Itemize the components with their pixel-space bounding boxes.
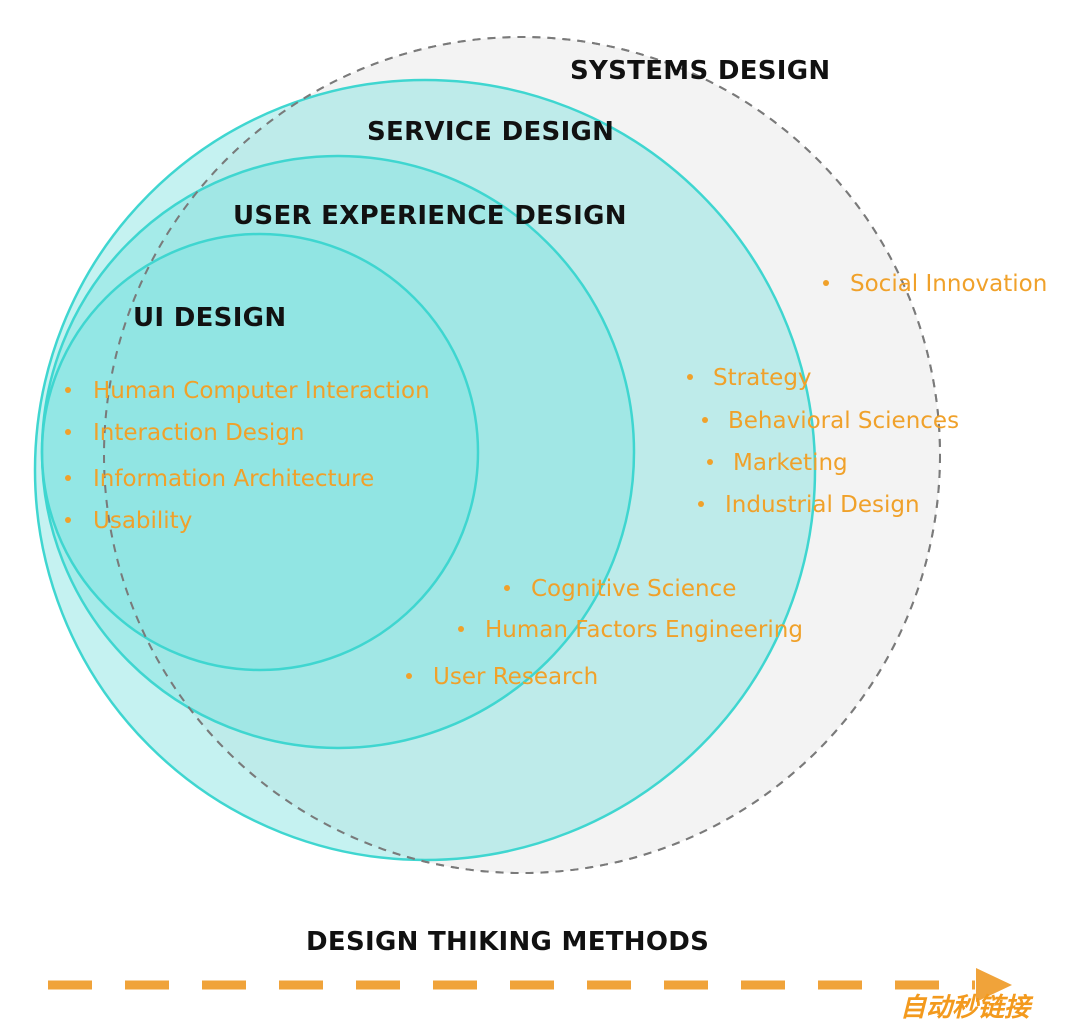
bullet-icon — [823, 280, 829, 286]
bullet-icon — [65, 387, 71, 393]
ux-item: User Research — [433, 664, 598, 690]
service-design-heading: SERVICE DESIGN — [367, 117, 614, 147]
systems-item: Social Innovation — [850, 271, 1047, 297]
arrow-head-icon — [976, 968, 1012, 1002]
systems-items: Social Innovation — [823, 271, 1047, 297]
ui-item: Interaction Design — [93, 420, 305, 446]
service-item: Marketing — [733, 450, 848, 476]
ui-design-heading: UI DESIGN — [133, 303, 286, 333]
design-thinking-methods-label: DESIGN THIKING METHODS — [306, 927, 709, 957]
bullet-icon — [504, 585, 510, 591]
service-item: Strategy — [713, 365, 812, 391]
dashed-arrow — [48, 968, 1012, 1002]
ui-items: Human Computer Interaction Interaction D… — [65, 378, 430, 534]
service-design-circle — [33, 78, 817, 862]
bullet-icon — [687, 374, 693, 380]
ui-item: Usability — [93, 508, 192, 534]
ux-items: Cognitive Science Human Factors Engineer… — [406, 576, 803, 690]
ux-item: Human Factors Engineering — [485, 617, 803, 643]
bullet-icon — [406, 673, 412, 679]
bullet-icon — [65, 429, 71, 435]
service-item: Behavioral Sciences — [728, 408, 959, 434]
bullet-icon — [65, 475, 71, 481]
service-items: Strategy Behavioral Sciences Marketing I… — [687, 365, 959, 518]
bullet-icon — [458, 626, 464, 632]
bullet-icon — [707, 459, 713, 465]
ux-design-heading: USER EXPERIENCE DESIGN — [233, 201, 627, 231]
ui-item: Information Architecture — [93, 466, 374, 492]
bullet-icon — [702, 417, 708, 423]
ui-item: Human Computer Interaction — [93, 378, 430, 404]
bullet-icon — [65, 517, 71, 523]
watermark-logo: 自动秒链接 — [900, 993, 1034, 1023]
ux-item: Cognitive Science — [531, 576, 736, 602]
ui-design-circle — [40, 232, 480, 672]
systems-design-heading: SYSTEMS DESIGN — [570, 56, 830, 86]
systems-design-ring — [103, 36, 941, 874]
service-item: Industrial Design — [725, 492, 920, 518]
bullet-icon — [698, 501, 704, 507]
